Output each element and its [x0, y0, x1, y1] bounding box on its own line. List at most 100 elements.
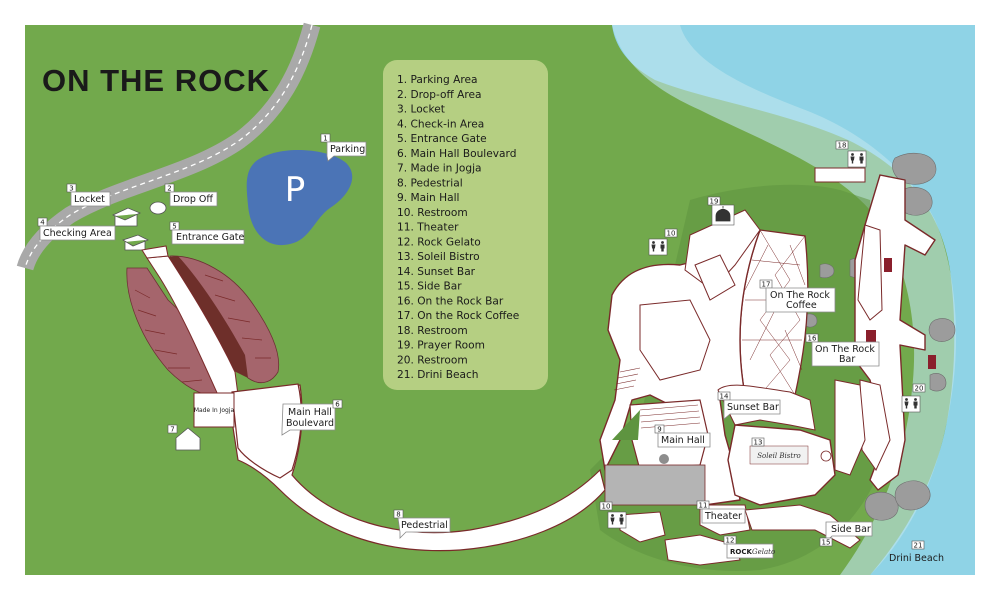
made-in-jogja-building[interactable] [193, 392, 235, 428]
sea [612, 25, 975, 575]
legend-item: 21. Drini Beach [397, 369, 479, 381]
legend-item: 10. Restroom [397, 207, 468, 219]
marker-drini-beach[interactable]: 21 Drini Beach [889, 540, 944, 564]
marker-restroom-10-top[interactable]: 10 [648, 228, 678, 256]
marker-main-hall-boulevard[interactable]: Main Hall Boulevard 6 [281, 399, 343, 436]
svg-text:19: 19 [710, 198, 719, 206]
main-hall-seats [639, 404, 701, 429]
marker-side-bar[interactable]: Side Bar 15 [819, 521, 873, 547]
legend-item: 5. Entrance Gate [397, 133, 487, 145]
lower-stairs [613, 367, 641, 391]
marker-prayer-room[interactable]: 19 [707, 196, 735, 226]
svg-text:10: 10 [667, 230, 676, 238]
marker-restroom-20[interactable]: 20 [901, 383, 926, 413]
jogja-stall-icon [175, 427, 201, 451]
dark-accent-3 [928, 355, 936, 369]
legend-item: 20. Restroom [397, 354, 468, 366]
svg-text:Pedestrial: Pedestrial [401, 520, 448, 531]
marker-on-the-rock-coffee[interactable]: 17 On The Rock Coffee [759, 279, 836, 313]
svg-text:Checking Area: Checking Area [43, 228, 112, 239]
legend-item: 12. Rock Gelato [397, 236, 481, 248]
made-in-jogja-sign: Made In Jogja [194, 407, 235, 414]
svg-text:Main Hall: Main Hall [288, 407, 332, 418]
svg-text:Boulevard: Boulevard [286, 418, 334, 429]
legend-item: 13. Soleil Bistro [397, 251, 480, 263]
lower-gray-deck [604, 464, 706, 506]
legend-item: 4. Check-in Area [397, 118, 484, 130]
marker-locket[interactable]: 3 Locket [66, 183, 111, 207]
svg-text:9: 9 [657, 426, 661, 434]
svg-text:5: 5 [172, 223, 176, 231]
legend-item: 1. Parking Area [397, 74, 478, 86]
locket-booth[interactable] [112, 207, 141, 227]
svg-text:4: 4 [40, 219, 45, 227]
legend-item: 3. Locket [397, 104, 445, 116]
svg-text:Coffee: Coffee [786, 300, 817, 311]
entrance-gate[interactable] [141, 245, 169, 259]
marker-checking-area[interactable]: 4 Checking Area [37, 217, 116, 241]
svg-text:14: 14 [720, 393, 729, 401]
svg-text:12: 12 [726, 537, 735, 545]
svg-text:18: 18 [838, 142, 847, 150]
rock-gelato-logo-script: Gelato [752, 548, 775, 556]
svg-text:Theater: Theater [704, 511, 742, 522]
soleil-bistro-sign-text: Soleil Bistro [757, 452, 800, 460]
soleil-bistro-sign [749, 445, 809, 465]
svg-text:Locket: Locket [74, 194, 105, 205]
svg-text:7: 7 [170, 426, 174, 434]
legend-panel [383, 60, 548, 390]
mosque-icon [715, 206, 731, 222]
legend-item: 9. Main Hall [397, 192, 459, 204]
svg-text:15: 15 [822, 539, 831, 547]
dark-accent-1 [884, 258, 892, 272]
marker-theater[interactable]: 11 Theater [696, 500, 746, 524]
marker-rock-gelato[interactable]: 12 ROCK Gelato [723, 535, 775, 559]
marker-restroom-10-bottom[interactable]: 10 [599, 501, 627, 529]
right-lower-block [834, 379, 866, 476]
drini-beach-label: Drini Beach [889, 553, 944, 564]
svg-text:Parking: Parking [330, 144, 365, 155]
svg-text:Sunset Bar: Sunset Bar [727, 402, 779, 413]
svg-text:Drop Off: Drop Off [173, 194, 213, 205]
marker-sunset-bar[interactable]: 14 Sunset Bar [717, 391, 781, 420]
restroom-icon [847, 150, 867, 168]
svg-text:20: 20 [915, 385, 924, 393]
marker-soleil-bistro[interactable]: 13 [751, 437, 765, 447]
restroom-icon [648, 238, 668, 256]
svg-text:10: 10 [602, 503, 611, 511]
svg-text:6: 6 [335, 401, 340, 409]
svg-text:17: 17 [762, 281, 771, 289]
legend-item: 19. Prayer Room [397, 340, 485, 352]
legend-item: 8. Pedestrial [397, 177, 463, 189]
marker-main-hall[interactable]: 9 Main Hall [654, 424, 711, 448]
marker-entrance-gate[interactable]: 5 Entrance Gate [169, 221, 244, 245]
restroom-icon [607, 511, 627, 529]
legend-item: 17. On the Rock Coffee [397, 310, 519, 322]
drop-off-point[interactable] [149, 201, 167, 215]
marker-pedestrial[interactable]: 8 Pedestrial [393, 509, 451, 539]
svg-text:Side Bar: Side Bar [831, 524, 871, 535]
restroom-18-block[interactable] [814, 167, 866, 183]
restroom-block-10a[interactable] [694, 254, 736, 301]
svg-text:8: 8 [396, 511, 400, 519]
legend-item: 14. Sunset Bar [397, 266, 476, 278]
dark-accent-2 [866, 330, 876, 344]
check-in-booth[interactable] [122, 234, 149, 251]
marker-made-in-jogja[interactable]: 7 [167, 424, 178, 434]
legend-item: 18. Restroom [397, 325, 468, 337]
marker-restroom-18[interactable]: 18 [835, 140, 867, 168]
pedestrian-walkway[interactable] [227, 384, 606, 552]
svg-text:Entrance Gate: Entrance Gate [176, 232, 244, 243]
svg-text:11: 11 [699, 502, 708, 510]
legend-item: 15. Side Bar [397, 281, 462, 293]
marker-on-the-rock-bar[interactable]: 16 On The Rock Bar [805, 333, 880, 367]
parking-area[interactable] [246, 149, 353, 246]
marker-parking[interactable]: 1 Parking [320, 133, 367, 162]
marker-drop-off[interactable]: 2 Drop Off [164, 183, 218, 207]
svg-text:13: 13 [754, 439, 763, 447]
rock-gelato-logo: ROCK [730, 548, 752, 556]
svg-text:2: 2 [167, 185, 171, 193]
bistro-fountain [820, 450, 832, 462]
